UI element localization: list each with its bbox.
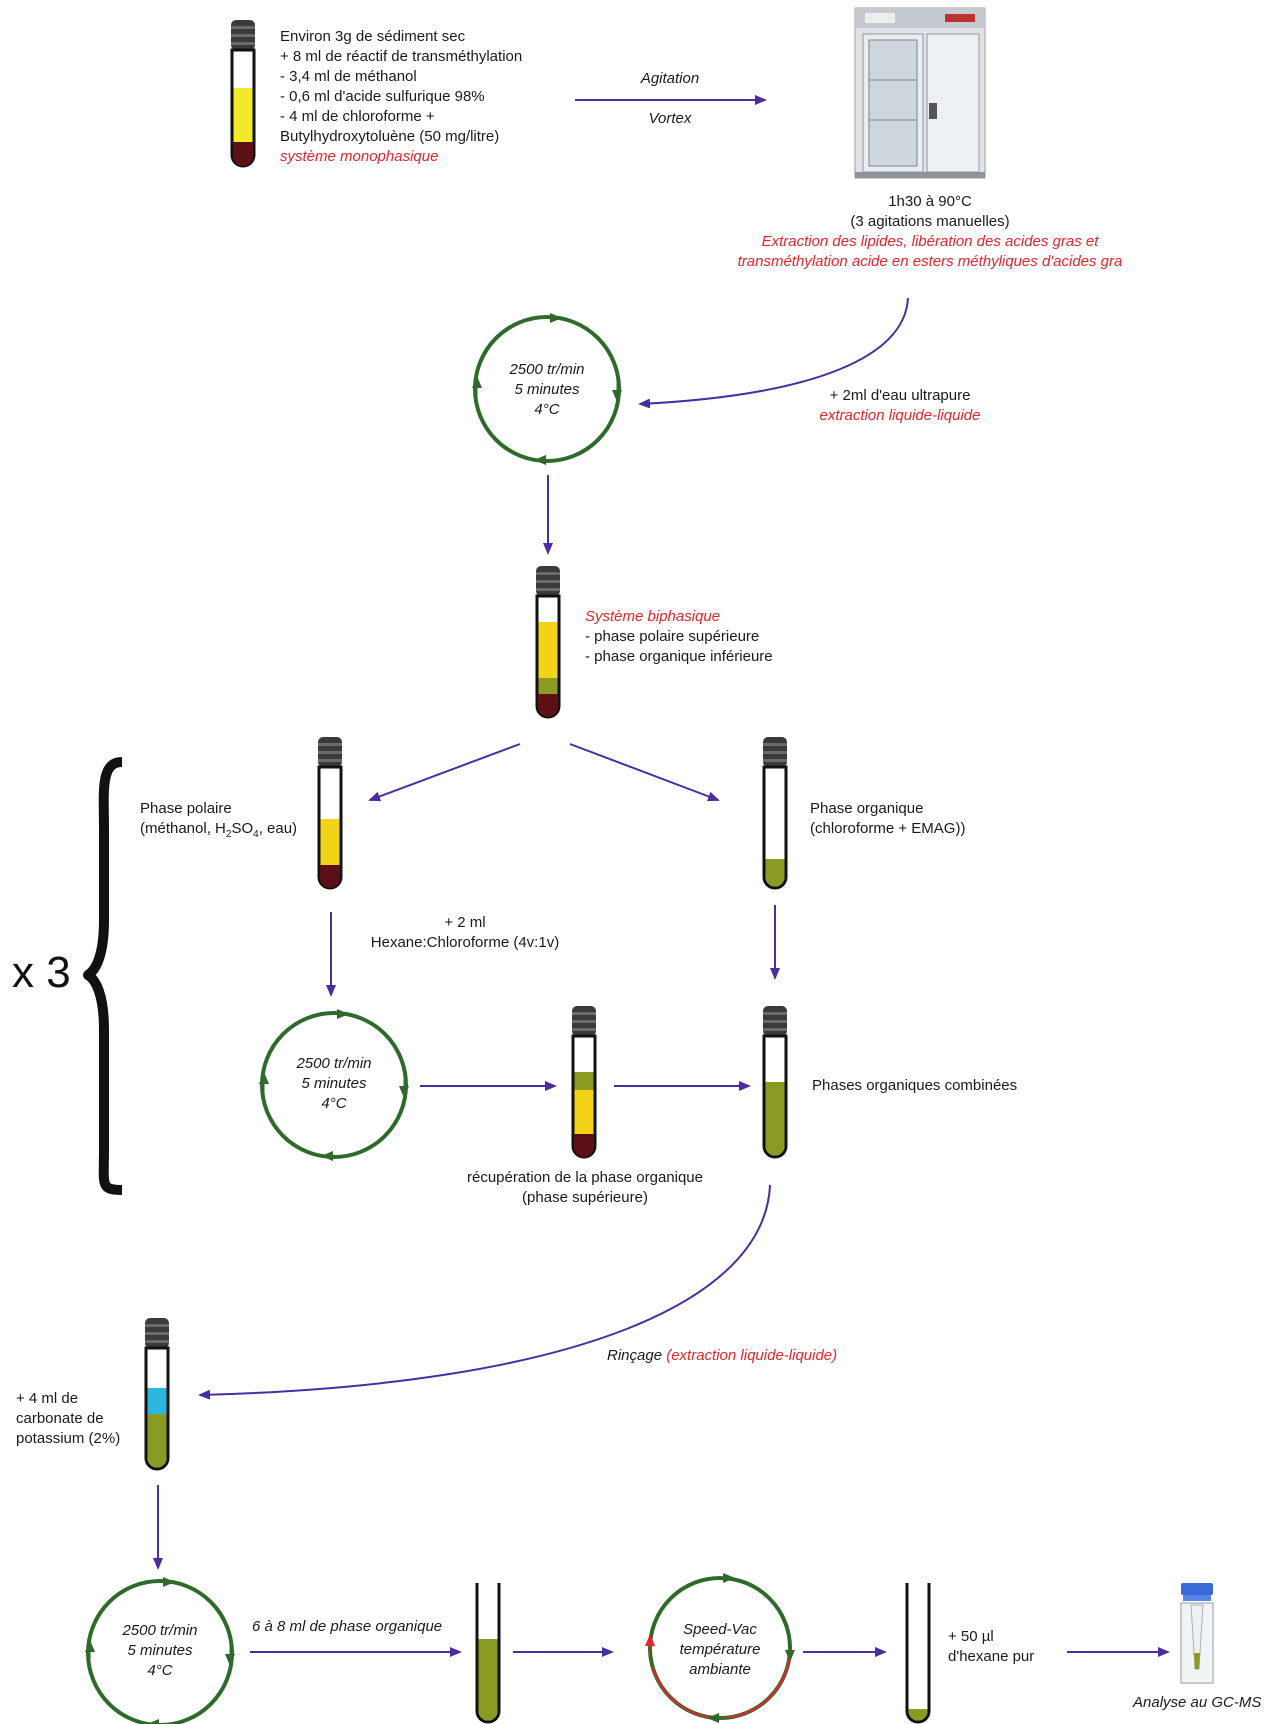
biphasic-title: Système biphasique bbox=[585, 608, 721, 625]
incubator-icon bbox=[854, 7, 986, 179]
hexane-line2: Hexane:Chloroforme (4v:1v) bbox=[370, 934, 560, 951]
step1-line: - 0,6 ml d'acide sulfurique 98% bbox=[280, 88, 485, 105]
polar-sub2: 4 bbox=[253, 829, 259, 840]
organic-line2: (chloroforme + EMAG)) bbox=[810, 820, 966, 837]
polar-line1: Phase polaire bbox=[140, 800, 232, 817]
combined-label: Phases organiques combinées bbox=[812, 1077, 1018, 1094]
speedvac-line1: Speed-Vac bbox=[683, 1621, 757, 1638]
rinse-label: Rinçage bbox=[607, 1347, 663, 1364]
test-tube-icon bbox=[905, 1583, 931, 1724]
step1-line: Environ 3g de sédiment sec bbox=[280, 28, 466, 45]
step1-text: Environ 3g de sédiment sec + 8 ml de réa… bbox=[280, 27, 522, 167]
centrifuge-cycle-icon bbox=[85, 1577, 235, 1724]
test-tube-icon bbox=[762, 737, 788, 890]
centrifuge-cycle-icon bbox=[472, 313, 622, 465]
step1-line: Butylhydroxytoluène (50 mg/litre) bbox=[280, 128, 500, 145]
centrifuge-temp: 4°C bbox=[321, 1095, 347, 1112]
centrifuge1-text: 2500 tr/min 5 minutes 4°C bbox=[487, 360, 607, 420]
centrifuge-temp: 4°C bbox=[534, 401, 560, 418]
step1-line: - 4 ml de chloroforme + bbox=[280, 108, 435, 125]
hexane-line1: + 2 ml bbox=[444, 914, 486, 931]
add-water-line1: + 2ml d'eau ultrapure bbox=[829, 387, 971, 404]
polar-line2-c: , eau) bbox=[258, 820, 298, 837]
organic-line1: Phase organique bbox=[810, 800, 924, 817]
centrifuge-speed: 2500 tr/min bbox=[509, 361, 585, 378]
recovery-text: récupération de la phase organique (phas… bbox=[435, 1168, 735, 1208]
polar-line2-a: (méthanol, H bbox=[140, 820, 226, 837]
polar-sub1: 2 bbox=[225, 829, 232, 840]
arrow-to-organic bbox=[569, 743, 720, 802]
speedvac-line3: ambiante bbox=[689, 1661, 751, 1678]
test-tube-icon bbox=[144, 1318, 170, 1471]
centrifuge-speed: 2500 tr/min bbox=[122, 1622, 198, 1639]
incubator-note2: transméthylation acide en esters méthyli… bbox=[737, 253, 1123, 270]
organic-phase-text: Phase organique (chloroforme + EMAG)) bbox=[810, 799, 965, 839]
carbonate-line2: carbonate de bbox=[16, 1410, 104, 1427]
biphasic-text: Système biphasique - phase polaire supér… bbox=[585, 607, 773, 667]
hexane-pure-text: + 50 µl d'hexane pur bbox=[948, 1627, 1034, 1667]
rinse-note: (extraction liquide-liquide) bbox=[666, 1347, 838, 1364]
test-tube-icon bbox=[535, 566, 561, 719]
centrifuge-time: 5 minutes bbox=[514, 381, 580, 398]
incubator-text: 1h30 à 90°C (3 agitations manuelles) Ext… bbox=[720, 192, 1140, 272]
step1-note: système monophasique bbox=[280, 148, 439, 165]
carbonate-line1: + 4 ml de bbox=[16, 1390, 79, 1407]
carbonate-line3: potassium (2%) bbox=[16, 1430, 121, 1447]
centrifuge-cycle-icon bbox=[259, 1009, 409, 1161]
recovery-line2: (phase supérieure) bbox=[522, 1189, 648, 1206]
centrifuge-time: 5 minutes bbox=[301, 1075, 367, 1092]
centrifuge-time: 5 minutes bbox=[127, 1642, 193, 1659]
centrifuge-temp: 4°C bbox=[147, 1662, 173, 1679]
arrow-to-carbonate bbox=[198, 1184, 771, 1400]
carbonate-text: + 4 ml de carbonate de potassium (2%) bbox=[16, 1389, 120, 1449]
hexane-pure-line1: + 50 µl bbox=[948, 1628, 994, 1645]
centrifuge3-text: 2500 tr/min 5 minutes 4°C bbox=[100, 1621, 220, 1681]
test-tube-icon bbox=[571, 1006, 597, 1159]
incubator-line2: (3 agitations manuelles) bbox=[850, 213, 1010, 230]
test-tube-icon bbox=[762, 1006, 788, 1159]
incubator-line1: 1h30 à 90°C bbox=[888, 193, 972, 210]
test-tube-icon bbox=[475, 1583, 501, 1724]
add-water-text: + 2ml d'eau ultrapure extraction liquide… bbox=[780, 386, 1020, 426]
polar-line2-b: SO bbox=[231, 820, 254, 837]
recovery-line1: récupération de la phase organique bbox=[466, 1169, 703, 1186]
gc-vial-icon bbox=[1180, 1583, 1214, 1684]
test-tube-icon bbox=[317, 737, 343, 890]
step1-line: + 8 ml de réactif de transméthylation bbox=[280, 48, 523, 65]
transfer-label: 6 à 8 ml de phase organique bbox=[252, 1618, 443, 1635]
repeat-brace bbox=[83, 757, 123, 1195]
arrow-to-centrifuge-1 bbox=[638, 297, 909, 409]
arrow1-top-label: Agitation bbox=[640, 70, 700, 87]
biphasic-line1: - phase polaire supérieure bbox=[585, 628, 760, 645]
test-tube-icon bbox=[230, 20, 256, 168]
hexane-pure-line2: d'hexane pur bbox=[948, 1648, 1035, 1665]
arrow1-bottom-label: Vortex bbox=[648, 110, 692, 127]
centrifuge-cycle-icon bbox=[645, 1573, 795, 1723]
centrifuge-speed: 2500 tr/min bbox=[296, 1055, 372, 1072]
polar-line2: (méthanol, H2SO4, eau) bbox=[140, 819, 297, 845]
analysis-label: Analyse au GC-MS bbox=[1133, 1694, 1262, 1711]
rinse-text: Rinçage (extraction liquide-liquide) bbox=[607, 1346, 837, 1366]
speedvac-text: Speed-Vac température ambiante bbox=[660, 1620, 780, 1680]
repeat-label: x 3 bbox=[12, 948, 71, 997]
hexane-text: + 2 ml Hexane:Chloroforme (4v:1v) bbox=[340, 913, 590, 953]
speedvac-line2: température bbox=[679, 1641, 761, 1658]
arrow-to-polar bbox=[368, 743, 521, 802]
biphasic-line2: - phase organique inférieure bbox=[585, 648, 773, 665]
polar-phase-text: Phase polaire (méthanol, H2SO4, eau) bbox=[140, 799, 297, 845]
add-water-note: extraction liquide-liquide bbox=[819, 407, 981, 424]
centrifuge2-text: 2500 tr/min 5 minutes 4°C bbox=[274, 1054, 394, 1114]
step1-line: - 3,4 ml de méthanol bbox=[280, 68, 417, 85]
incubator-note1: Extraction des lipides, libération des a… bbox=[761, 233, 1099, 250]
